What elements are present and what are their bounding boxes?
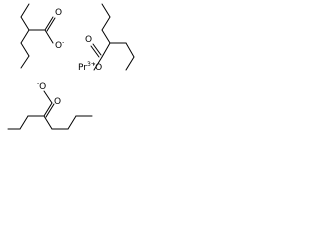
mol3-anionic-oxygen: -O — [37, 80, 47, 92]
mol1-carbonyl-oxygen: O — [55, 8, 63, 18]
mol3-anionic-oxygen-symbol: O — [39, 82, 47, 92]
structure-diagram: O O- Pr3+ O -O -O O — [0, 0, 150, 140]
molecule-1-skeleton — [20, 3, 56, 69]
mol2-carbonyl-oxygen: O — [85, 35, 93, 45]
mol1-anionic-oxygen: O- — [55, 39, 65, 51]
mol2-anionic-oxygen: -O — [93, 61, 103, 73]
bond-lines — [7, 3, 135, 130]
mol3-charge: - — [37, 80, 40, 87]
mol1-anionic-oxygen-symbol: O — [55, 41, 63, 51]
mol3-carbonyl-oxygen: O — [54, 97, 62, 107]
mol1-charge: - — [62, 39, 65, 46]
mol2-charge: - — [93, 61, 96, 68]
metal-charge: 3+ — [86, 61, 96, 68]
praseodymium-ion: Pr3+ — [78, 61, 96, 73]
mol2-anionic-oxygen-symbol: O — [95, 63, 103, 73]
molecule-3-skeleton — [7, 90, 93, 130]
molecule-2-skeleton — [90, 3, 135, 71]
metal-symbol: Pr — [78, 63, 87, 73]
